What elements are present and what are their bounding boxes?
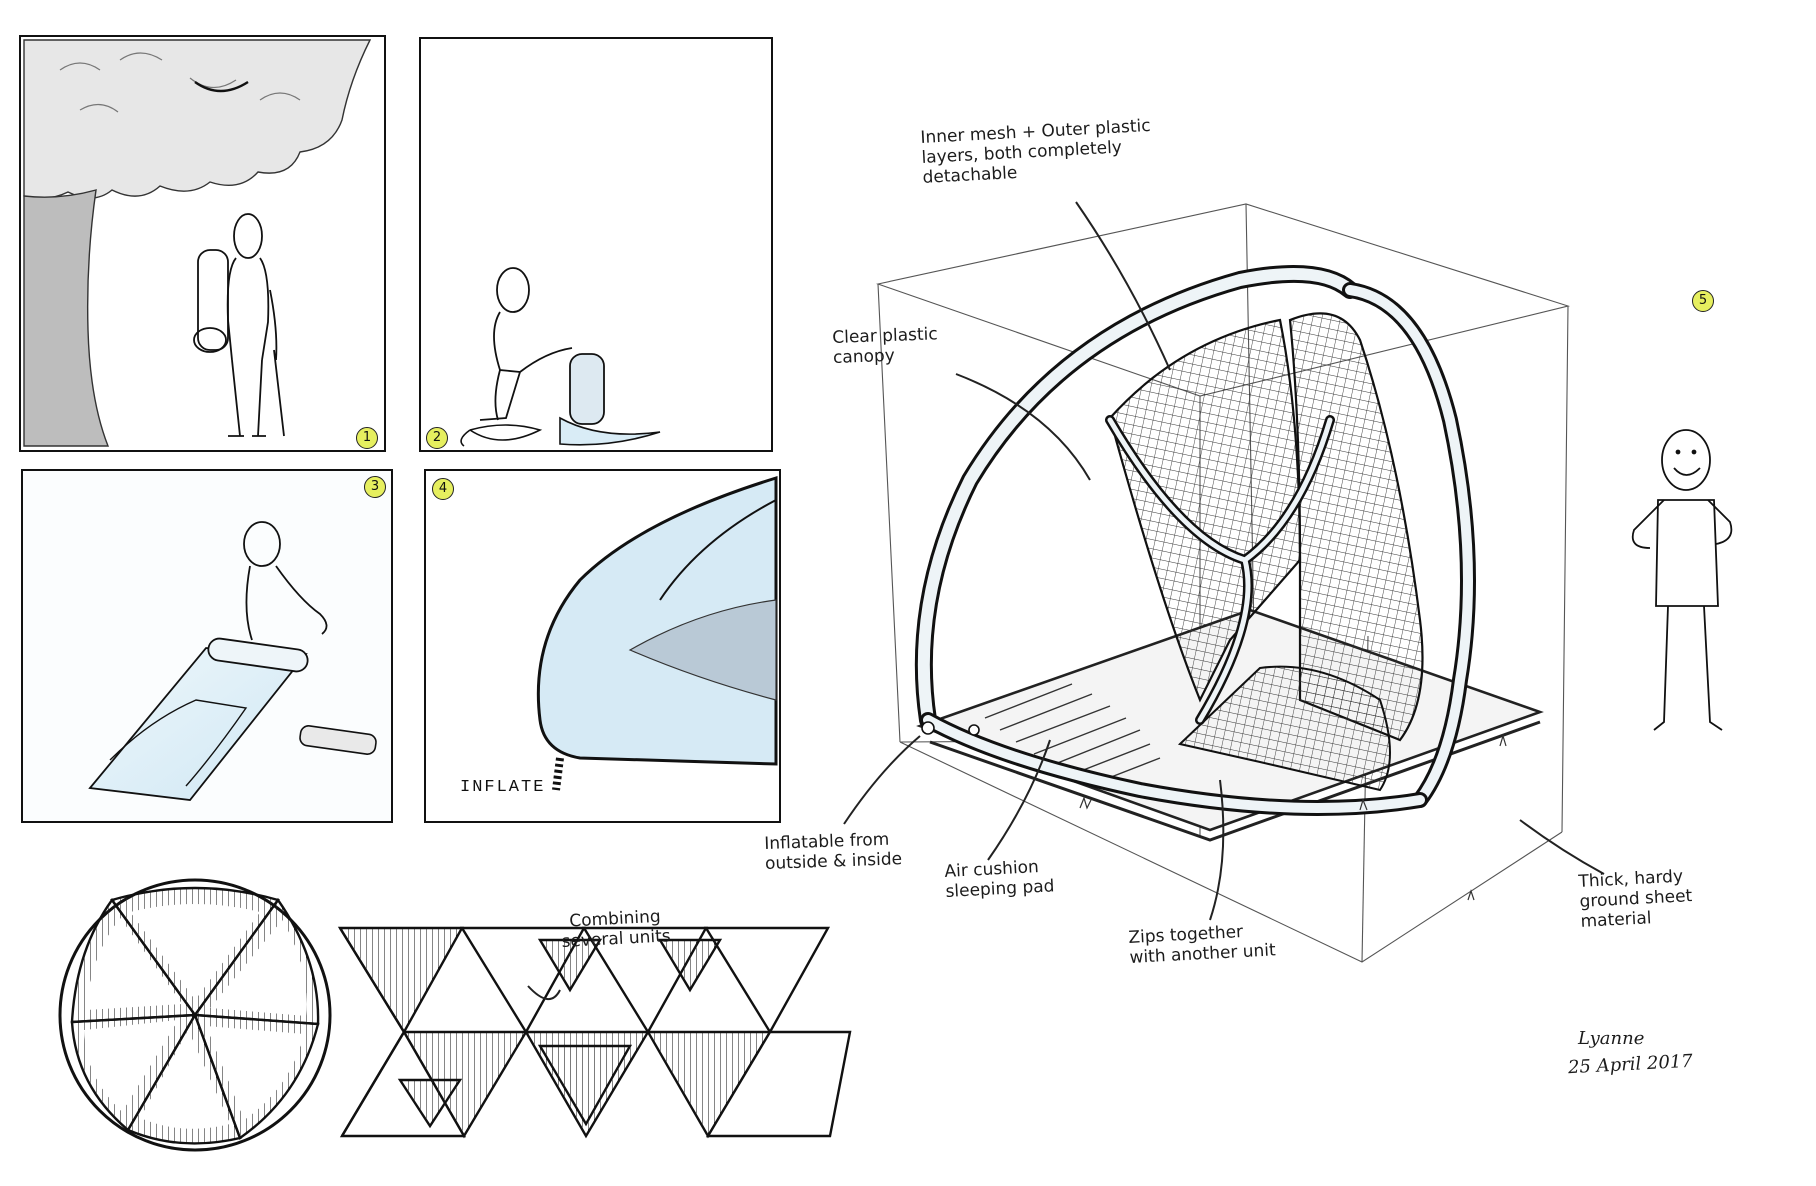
panel-number-badge-1: 1 xyxy=(356,427,378,449)
annotation-zips: Zips together with another unit xyxy=(1128,920,1276,968)
kneeling-figure xyxy=(480,268,572,420)
annotation-ground-sheet: Thick, hardy ground sheet material xyxy=(1578,866,1694,932)
annotation-inflatable: Inflatable from outside & inside xyxy=(764,829,902,874)
storyboard-panel-2 xyxy=(420,38,772,451)
annotation-combining: Combining several units xyxy=(560,906,671,952)
panel-number-badge-4: 4 xyxy=(432,478,454,500)
annotation-mesh-layers: Inner mesh + Outer plastic layers, both … xyxy=(920,116,1153,188)
combined-strip-layout xyxy=(340,928,850,1136)
inflate-arrow-icon xyxy=(556,758,560,790)
combined-circle-layout xyxy=(60,880,330,1150)
hiker-figure xyxy=(194,214,284,436)
storyboard-panel-4 xyxy=(425,470,780,822)
panel-number-badge-3: 3 xyxy=(364,476,386,498)
tree-trunk xyxy=(24,190,108,446)
valve-icon xyxy=(969,725,979,735)
inflate-caption: INFLATE xyxy=(460,778,545,797)
annotation-canopy: Clear plastic canopy xyxy=(832,324,939,368)
valve-icon xyxy=(922,722,934,734)
panel-number-badge-2: 2 xyxy=(426,427,448,449)
storyboard-panel-3 xyxy=(22,470,392,822)
annotation-air-cushion: Air cushion sleeping pad xyxy=(944,856,1055,902)
panel-number-badge-5: 5 xyxy=(1692,290,1714,312)
standing-person xyxy=(1633,430,1732,730)
signature-name: Lyanne xyxy=(1578,1028,1644,1049)
storyboard-panel-1 xyxy=(20,36,385,451)
pump-device xyxy=(461,354,660,446)
